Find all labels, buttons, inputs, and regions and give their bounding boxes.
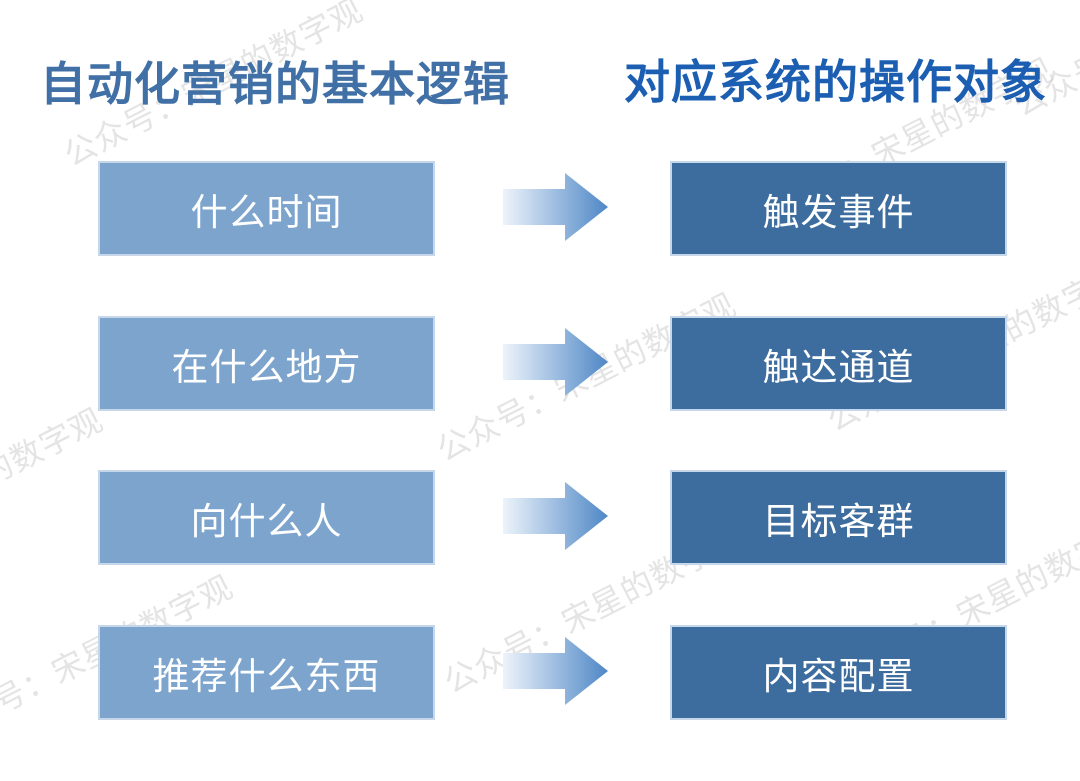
left-column-title: 自动化营销的基本逻辑: [40, 58, 510, 110]
logic-box-label: 推荐什么东西: [152, 655, 381, 697]
logic-box-label: 什么时间: [190, 191, 343, 233]
object-box-label: 触达通道: [762, 346, 915, 388]
logic-box-4: 推荐什么东西: [98, 625, 435, 720]
arrow-right-icon: [503, 173, 608, 241]
object-box-1: 触发事件: [670, 161, 1007, 256]
right-column-title: 对应系统的操作对象: [624, 56, 1047, 108]
object-box-2: 触达通道: [670, 316, 1007, 411]
object-box-4: 内容配置: [670, 625, 1007, 720]
diagram-row-4: 推荐什么东西 内容配置: [0, 625, 1080, 720]
object-box-label: 内容配置: [762, 655, 915, 697]
arrow-right-icon: [503, 482, 608, 550]
logic-box-3: 向什么人: [98, 470, 435, 565]
object-box-label: 触发事件: [762, 191, 915, 233]
arrow-right-icon: [503, 328, 608, 396]
logic-box-label: 在什么地方: [171, 346, 362, 388]
arrow-right-icon: [503, 637, 608, 705]
diagram-row-3: 向什么人 目标客群: [0, 470, 1080, 565]
object-box-label: 目标客群: [762, 500, 915, 542]
diagram-row-1: 什么时间 触发事件: [0, 161, 1080, 256]
object-box-3: 目标客群: [670, 470, 1007, 565]
logic-box-label: 向什么人: [190, 500, 343, 542]
logic-box-2: 在什么地方: [98, 316, 435, 411]
logic-box-1: 什么时间: [98, 161, 435, 256]
diagram-row-2: 在什么地方 触达通道: [0, 316, 1080, 411]
